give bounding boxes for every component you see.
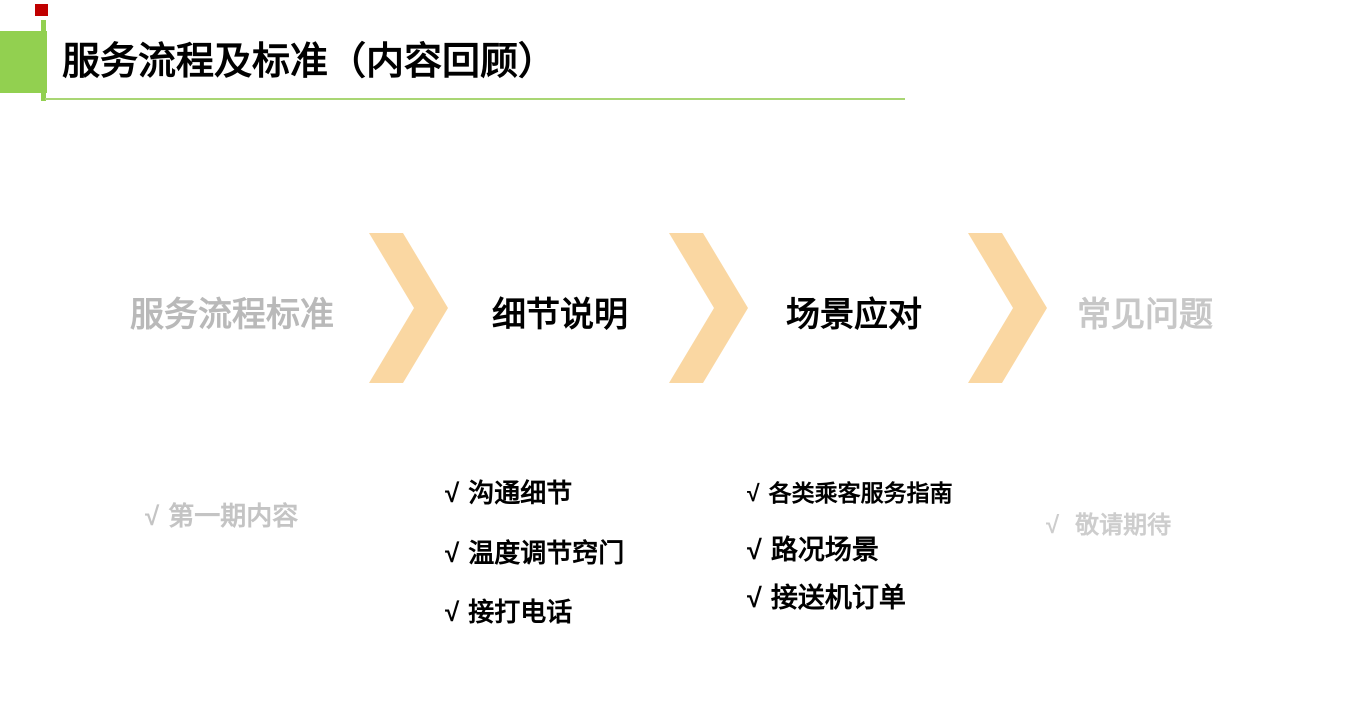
check-icon: √ (445, 478, 460, 508)
list-item-label: 接打电话 (468, 597, 573, 627)
title-underline (45, 98, 905, 100)
stage-label-service-process-standard: 服务流程标准 (130, 296, 334, 334)
list-item-label: 温度调节窍门 (468, 538, 625, 568)
chevron-right-icon (369, 233, 448, 383)
list-item-label: 沟通细节 (468, 478, 573, 508)
list-item-label: 接送机订单 (770, 583, 906, 613)
check-icon: √ (445, 597, 460, 627)
green-accent-square (0, 31, 47, 93)
list-item: √ 路况场景 (747, 535, 879, 566)
check-icon: √ (747, 480, 760, 506)
list-item-label: 各类乘客服务指南 (768, 480, 953, 506)
list-item: √ 第一期内容 (145, 502, 298, 531)
red-accent-square (35, 4, 48, 16)
list-item: √ 各类乘客服务指南 (747, 480, 953, 506)
check-icon: √ (445, 538, 460, 568)
stage-label-scenario-response: 场景应对 (786, 296, 922, 334)
check-icon: √ (747, 583, 762, 613)
list-item: √ 接送机订单 (747, 583, 906, 614)
list-item-label: 第一期内容 (168, 501, 299, 531)
list-item: √ 沟通细节 (445, 479, 572, 508)
list-item: √ 温度调节窍门 (445, 539, 624, 568)
check-icon: √ (145, 501, 160, 531)
list-item-label: 路况场景 (770, 535, 879, 565)
list-item-label: 敬请期待 (1075, 512, 1172, 539)
chevron-right-icon (669, 233, 748, 383)
slide-title: 服务流程及标准（内容回顾） (62, 41, 557, 83)
chevron-right-icon (968, 233, 1047, 383)
stage-label-detail-explanation: 细节说明 (492, 296, 628, 334)
list-item: √ 敬请期待 (1046, 512, 1172, 539)
list-item: √ 接打电话 (445, 598, 572, 627)
check-icon: √ (1046, 512, 1060, 539)
stage-label-common-questions: 常见问题 (1077, 296, 1213, 334)
check-icon: √ (747, 535, 762, 565)
